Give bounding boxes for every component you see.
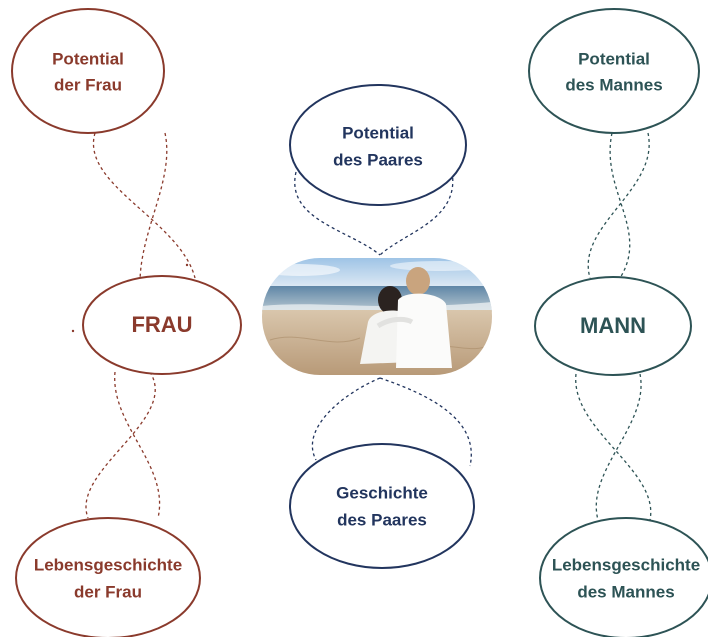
node-man-history: Lebensgeschichte des Mannes xyxy=(539,517,708,637)
node-woman-history: Lebensgeschichte der Frau xyxy=(15,517,201,637)
connector-woman-history-1 xyxy=(85,371,156,519)
node-man-potential-line1: Potential xyxy=(578,49,650,68)
node-man-potential: Potential des Mannes xyxy=(528,8,700,134)
node-man-center-label: MANN xyxy=(580,313,646,338)
node-woman-history-line2: der Frau xyxy=(74,582,142,601)
node-woman-center: FRAU xyxy=(82,275,242,375)
node-woman-potential-line1: Potential xyxy=(52,49,124,68)
node-man-center: MANN xyxy=(534,276,692,376)
connector-couple-potential-left xyxy=(294,171,381,256)
connector-couple-history-left xyxy=(311,377,381,461)
node-woman-history-line1: Lebensgeschichte xyxy=(34,555,182,574)
node-man-history-line1: Lebensgeschichte xyxy=(552,555,700,574)
node-woman-potential: Potential der Frau xyxy=(11,8,165,134)
node-couple-potential-line2: des Paares xyxy=(333,150,423,169)
node-couple-potential-line1: Potential xyxy=(342,123,414,142)
couple-connectors xyxy=(294,171,472,467)
connector-man-potential-2 xyxy=(587,132,650,279)
node-couple-history-line1: Geschichte xyxy=(336,483,428,502)
man-connectors xyxy=(575,132,652,521)
node-couple-potential: Potential des Paares xyxy=(289,84,467,206)
couple-photo xyxy=(262,258,492,375)
node-couple-history-line2: des Paares xyxy=(337,510,427,529)
node-man-potential-line2: des Mannes xyxy=(565,75,662,94)
connector-man-history-1 xyxy=(575,373,652,521)
connector-man-history-2 xyxy=(595,373,642,521)
connector-couple-potential-right xyxy=(379,171,454,256)
connector-man-potential-1 xyxy=(609,132,631,279)
node-woman-potential-line2: der Frau xyxy=(54,75,122,94)
connector-woman-potential-1 xyxy=(92,132,196,279)
connector-woman-history-2 xyxy=(114,371,161,519)
node-man-history-line2: des Mannes xyxy=(577,582,674,601)
node-woman-center-label: FRAU xyxy=(131,312,192,337)
node-couple-history: Geschichte des Paares xyxy=(289,443,475,569)
woman-connectors xyxy=(85,132,196,519)
connector-woman-potential-2 xyxy=(139,132,168,284)
connector-couple-history-right xyxy=(379,377,472,467)
